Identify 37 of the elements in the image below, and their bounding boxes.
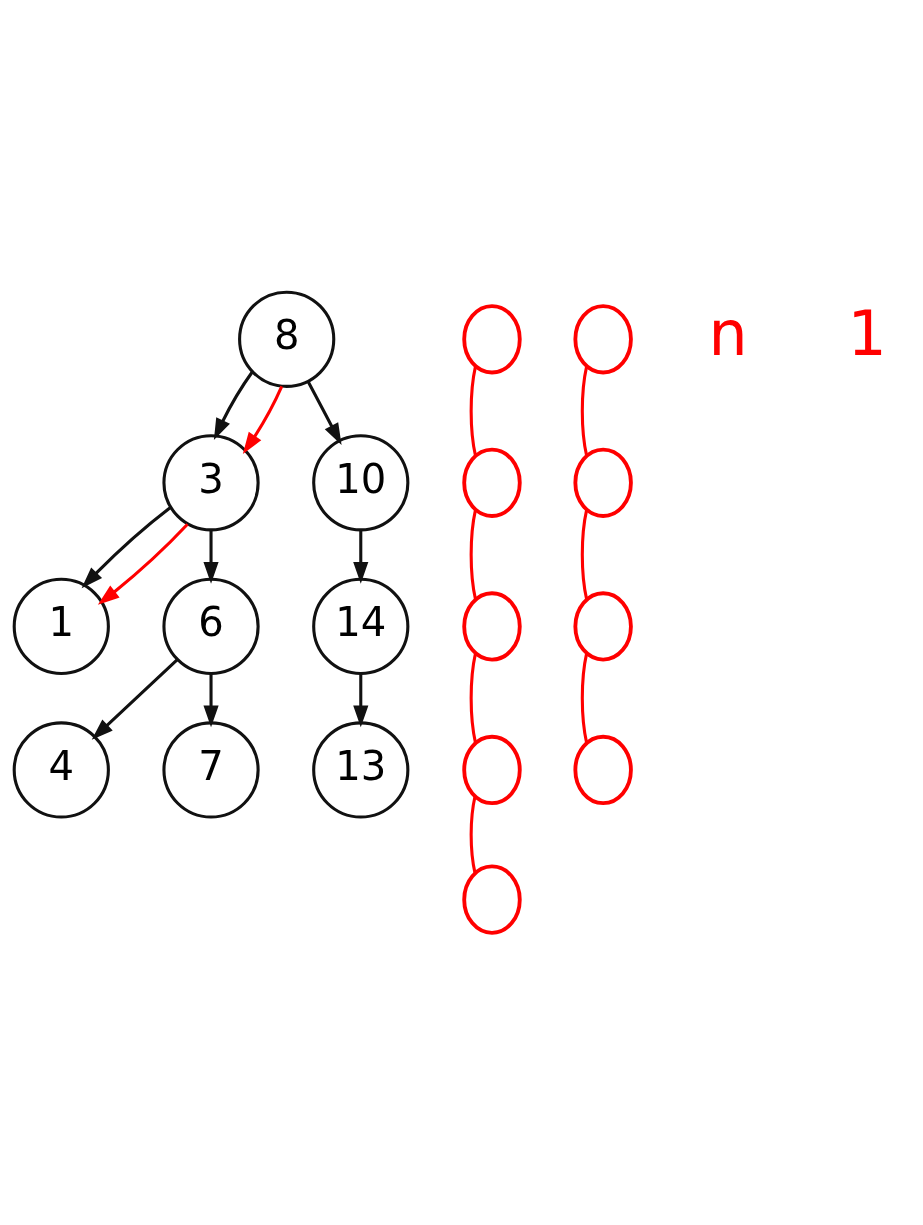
node-circle: 4 — [12, 721, 110, 819]
connector — [469, 653, 477, 744]
arrow — [353, 530, 369, 584]
arrow — [203, 673, 219, 728]
node-circle: 3 — [162, 434, 260, 532]
arrow — [213, 371, 254, 441]
node-circle — [573, 591, 633, 662]
arrow — [91, 658, 179, 740]
node-circle — [462, 864, 522, 935]
node-circle — [573, 304, 633, 375]
label: 1 — [847, 297, 887, 370]
connector — [580, 653, 589, 744]
connector — [469, 796, 477, 874]
connector — [580, 366, 589, 456]
arrow — [353, 673, 369, 728]
node-circle: 14 — [312, 577, 410, 676]
node-circle: 1 — [12, 577, 110, 676]
node-circle — [462, 591, 522, 662]
arrow — [81, 506, 172, 589]
node-circle — [462, 447, 522, 518]
node-circle: 8 — [238, 290, 336, 388]
node-circle — [462, 734, 522, 806]
node-circle: 6 — [162, 577, 260, 676]
arrow — [242, 385, 284, 454]
node-circle — [573, 734, 633, 806]
connector — [469, 366, 477, 456]
arrow — [306, 380, 342, 445]
node-circle: 7 — [162, 721, 260, 819]
connector — [469, 509, 477, 600]
node-circle — [573, 447, 633, 518]
arrow — [97, 523, 189, 605]
connector — [580, 509, 589, 600]
node-circle: 10 — [312, 434, 410, 532]
node-circle: 13 — [312, 721, 410, 819]
arrow — [203, 530, 219, 584]
node-circle — [462, 304, 522, 375]
label: n — [708, 297, 748, 370]
